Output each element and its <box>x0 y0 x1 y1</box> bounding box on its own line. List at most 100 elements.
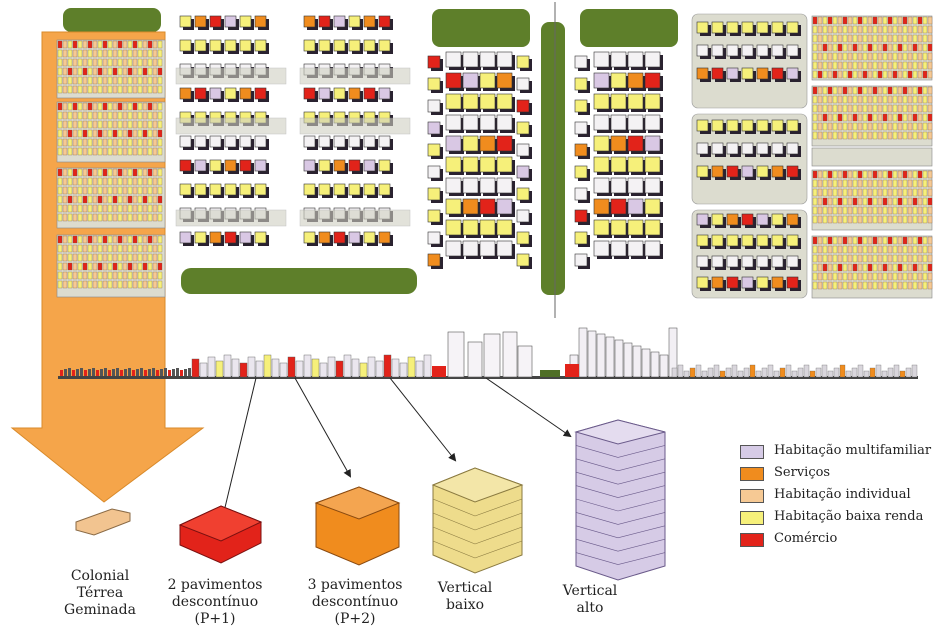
building <box>645 199 660 214</box>
colonial-house <box>828 35 832 42</box>
colonial-house <box>863 71 867 78</box>
low-house <box>76 369 79 376</box>
green-area <box>432 9 530 47</box>
building <box>463 199 478 214</box>
colonial-house <box>883 17 887 24</box>
skyline-building <box>296 361 303 377</box>
colonial-house <box>883 273 887 280</box>
skyline-building <box>858 365 863 377</box>
colonial-house <box>878 246 882 253</box>
colonial-house <box>818 246 822 253</box>
colonial-house <box>128 86 132 93</box>
colonial-house <box>98 86 102 93</box>
colonial-house <box>58 86 62 93</box>
skyline-building <box>232 359 239 377</box>
colonial-house <box>853 17 857 24</box>
colonial-house <box>888 132 892 139</box>
building <box>594 94 609 109</box>
building <box>240 232 251 243</box>
colonial-house <box>123 130 127 137</box>
colonial-house <box>878 105 882 112</box>
skyline-building <box>352 359 359 377</box>
colonial-house <box>918 62 922 69</box>
colonial-house <box>148 196 152 203</box>
colonial-house <box>138 281 142 288</box>
colonial-house <box>63 263 67 270</box>
colonial-house <box>833 180 837 187</box>
colonial-house <box>88 121 92 128</box>
low-house <box>160 369 163 376</box>
colonial-house <box>893 207 897 214</box>
type-label-3-pavimentos: 3 pavimentos descontínuo (P+2) <box>300 577 410 628</box>
colonial-house <box>883 189 887 196</box>
colonial-house <box>843 180 847 187</box>
colonial-house <box>138 41 142 48</box>
colonial-house <box>148 103 152 110</box>
colonial-house <box>128 112 132 119</box>
colonial-house <box>148 50 152 57</box>
colonial-house <box>73 112 77 119</box>
building <box>480 220 495 235</box>
colonial-house <box>853 189 857 196</box>
building <box>611 136 626 151</box>
colonial-house <box>813 17 817 24</box>
colonial-house <box>858 35 862 42</box>
colonial-house <box>113 130 117 137</box>
colonial-house <box>883 53 887 60</box>
building <box>225 136 236 147</box>
building <box>757 235 768 246</box>
colonial-house <box>78 130 82 137</box>
skyline-building <box>756 371 761 377</box>
colonial-house <box>138 121 142 128</box>
colonial-house <box>133 68 137 75</box>
colonial-house <box>63 139 67 146</box>
colonial-house <box>833 114 837 121</box>
building <box>787 68 798 79</box>
colonial-house <box>73 214 77 221</box>
building <box>255 136 266 147</box>
colonial-house <box>918 53 922 60</box>
colonial-house <box>148 41 152 48</box>
tower <box>588 331 596 377</box>
colonial-house <box>853 255 857 262</box>
low-house <box>164 368 167 376</box>
colonial-house <box>823 132 827 139</box>
colonial-house <box>828 53 832 60</box>
building <box>575 188 587 200</box>
colonial-house <box>848 96 852 103</box>
colonial-house <box>863 96 867 103</box>
colonial-house <box>828 282 832 289</box>
low-house <box>96 370 99 376</box>
colonial-house <box>853 282 857 289</box>
colonial-house <box>873 26 877 33</box>
colonial-house <box>923 123 927 130</box>
building <box>727 166 738 177</box>
building <box>772 45 783 56</box>
colonial-house <box>908 273 912 280</box>
colonial-house <box>843 273 847 280</box>
colonial-house <box>883 198 887 205</box>
tower <box>660 355 668 377</box>
colonial-house <box>858 180 862 187</box>
colonial-house <box>138 86 142 93</box>
colonial-house <box>113 169 117 176</box>
colonial-house <box>158 148 162 155</box>
colonial-house <box>83 77 87 84</box>
building <box>428 122 440 134</box>
colonial-house <box>888 264 892 271</box>
colonial-house <box>68 245 72 252</box>
colonial-house <box>868 96 872 103</box>
skyline-building <box>224 355 231 377</box>
skyline-building <box>320 363 327 377</box>
colonial-house <box>908 35 912 42</box>
colonial-house <box>123 121 127 128</box>
colonial-house <box>103 214 107 221</box>
building <box>742 45 753 56</box>
colonial-house <box>863 114 867 121</box>
colonial-house <box>118 254 122 261</box>
colonial-house <box>843 53 847 60</box>
colonial-house <box>123 196 127 203</box>
colonial-house <box>98 130 102 137</box>
colonial-house <box>828 237 832 244</box>
colonial-house <box>73 121 77 128</box>
